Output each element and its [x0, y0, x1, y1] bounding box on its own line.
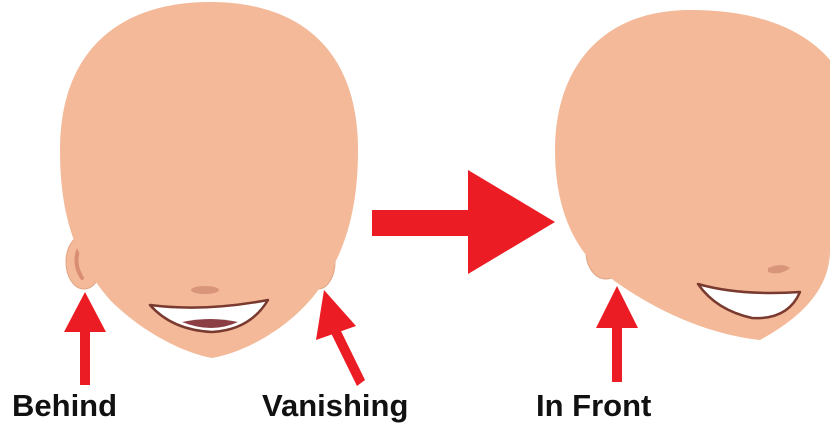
transition-arrow [372, 170, 555, 274]
vanishing-ear-arrow [316, 290, 365, 386]
in-front-label: In Front [536, 390, 651, 421]
behind-ear-arrow [64, 292, 106, 385]
front-view-head [60, 2, 358, 358]
vanishing-label: Vanishing [262, 390, 408, 421]
front-head-shape [60, 2, 358, 358]
in-front-ear-arrow [596, 286, 638, 382]
three-quarter-head-shape [555, 10, 830, 340]
three-quarter-head [555, 10, 830, 340]
front-nose [191, 286, 219, 294]
behind-label: Behind [12, 390, 117, 421]
